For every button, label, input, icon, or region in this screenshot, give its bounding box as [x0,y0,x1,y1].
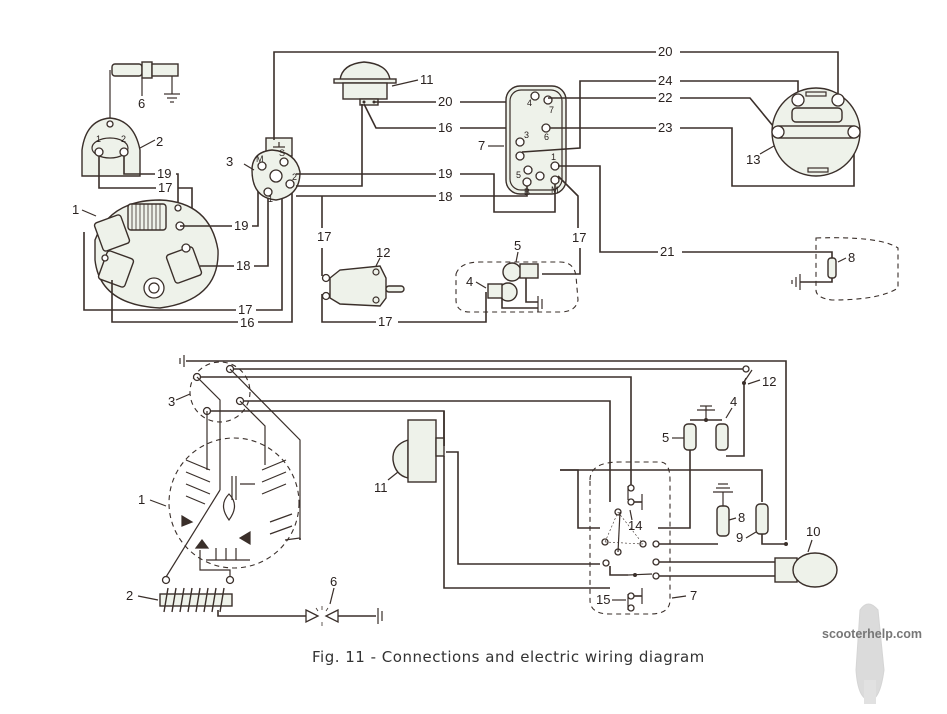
label-5a: 5 [514,238,521,253]
label-12b: 12 [762,374,776,389]
svg-text:2: 2 [292,172,297,182]
watermark: scooterhelp.com [822,627,923,641]
wire-label-19c: 19 [438,166,452,181]
ht-coil: 1 2 [81,117,141,177]
wire-label-18b: 18 [438,189,452,204]
svg-text:7: 7 [549,105,554,115]
label-4b: 4 [730,394,737,409]
label-13: 13 [746,152,760,167]
svg-text:1: 1 [268,194,273,204]
label-8b: 8 [738,510,745,525]
scooterhelp-logo-icon [855,603,885,704]
stop-light-switch [321,265,405,307]
label-6b: 6 [330,574,337,589]
connections-diagram: 6 1 2 2 19 17 [72,44,899,330]
svg-text:6: 6 [544,132,549,142]
headlamp [771,87,861,177]
wire-label-17c: 17 [572,230,586,245]
schematic-diagram: 3 1 2 [126,355,838,626]
svg-text:4: 4 [527,98,532,108]
label-3: 3 [226,154,233,169]
wire-label-21: 22 [658,90,672,105]
wire-label-19a: 19 [157,166,171,181]
wire-label-20a: 20 [658,44,672,59]
label-2b: 2 [126,588,133,603]
label-2: 2 [156,134,163,149]
label-9: 9 [736,530,743,545]
svg-text:3: 3 [524,130,529,140]
label-1: 1 [72,202,79,217]
label-14: 14 [628,518,642,533]
label-6: 6 [138,96,145,111]
wire-label-16a: 16 [240,315,254,330]
svg-text:2: 2 [121,134,126,144]
wire-label-18a: 18 [236,258,250,273]
label-3b: 3 [168,394,175,409]
svg-text:1: 1 [96,134,101,144]
label-7b: 7 [690,588,697,603]
wire-label-17a: 17 [158,180,172,195]
label-7: 7 [478,138,485,153]
label-12a: 12 [376,245,390,260]
label-4a: 4 [466,274,473,289]
svg-text:S: S [279,148,285,158]
label-11: 11 [420,72,434,87]
wire-label-17e: 17 [378,314,392,329]
light-switch: 4 7 3 6 5 1 B M [505,85,567,197]
spark-plug [109,61,180,124]
label-8: 8 [848,250,855,265]
svg-text:5: 5 [516,170,521,180]
wire-label-17b: 17 [238,302,252,317]
wire-label-23: 21 [660,244,674,259]
wire-label-20b: 20 [438,94,452,109]
wire-label-17d: 17 [317,229,331,244]
label-11b: 11 [374,480,388,495]
wire-label-22: 23 [658,120,672,135]
figure-caption: Fig. 11 - Connections and electric wirin… [312,648,705,666]
svg-text:1: 1 [551,152,556,162]
stator-coils [181,459,293,561]
magneto-stator [93,199,219,309]
horn [333,61,397,106]
label-1b: 1 [138,492,145,507]
label-10: 10 [806,524,820,539]
label-15: 15 [596,592,610,607]
wire-label-16b: 16 [438,120,452,135]
label-5b: 5 [662,430,669,445]
tail-stop-lamps [487,262,543,312]
junction-box: M S 2 1 [251,137,301,204]
wire-label-24: 24 [658,73,672,88]
wire-label-19b: 19 [234,218,248,233]
svg-text:M: M [256,154,264,164]
